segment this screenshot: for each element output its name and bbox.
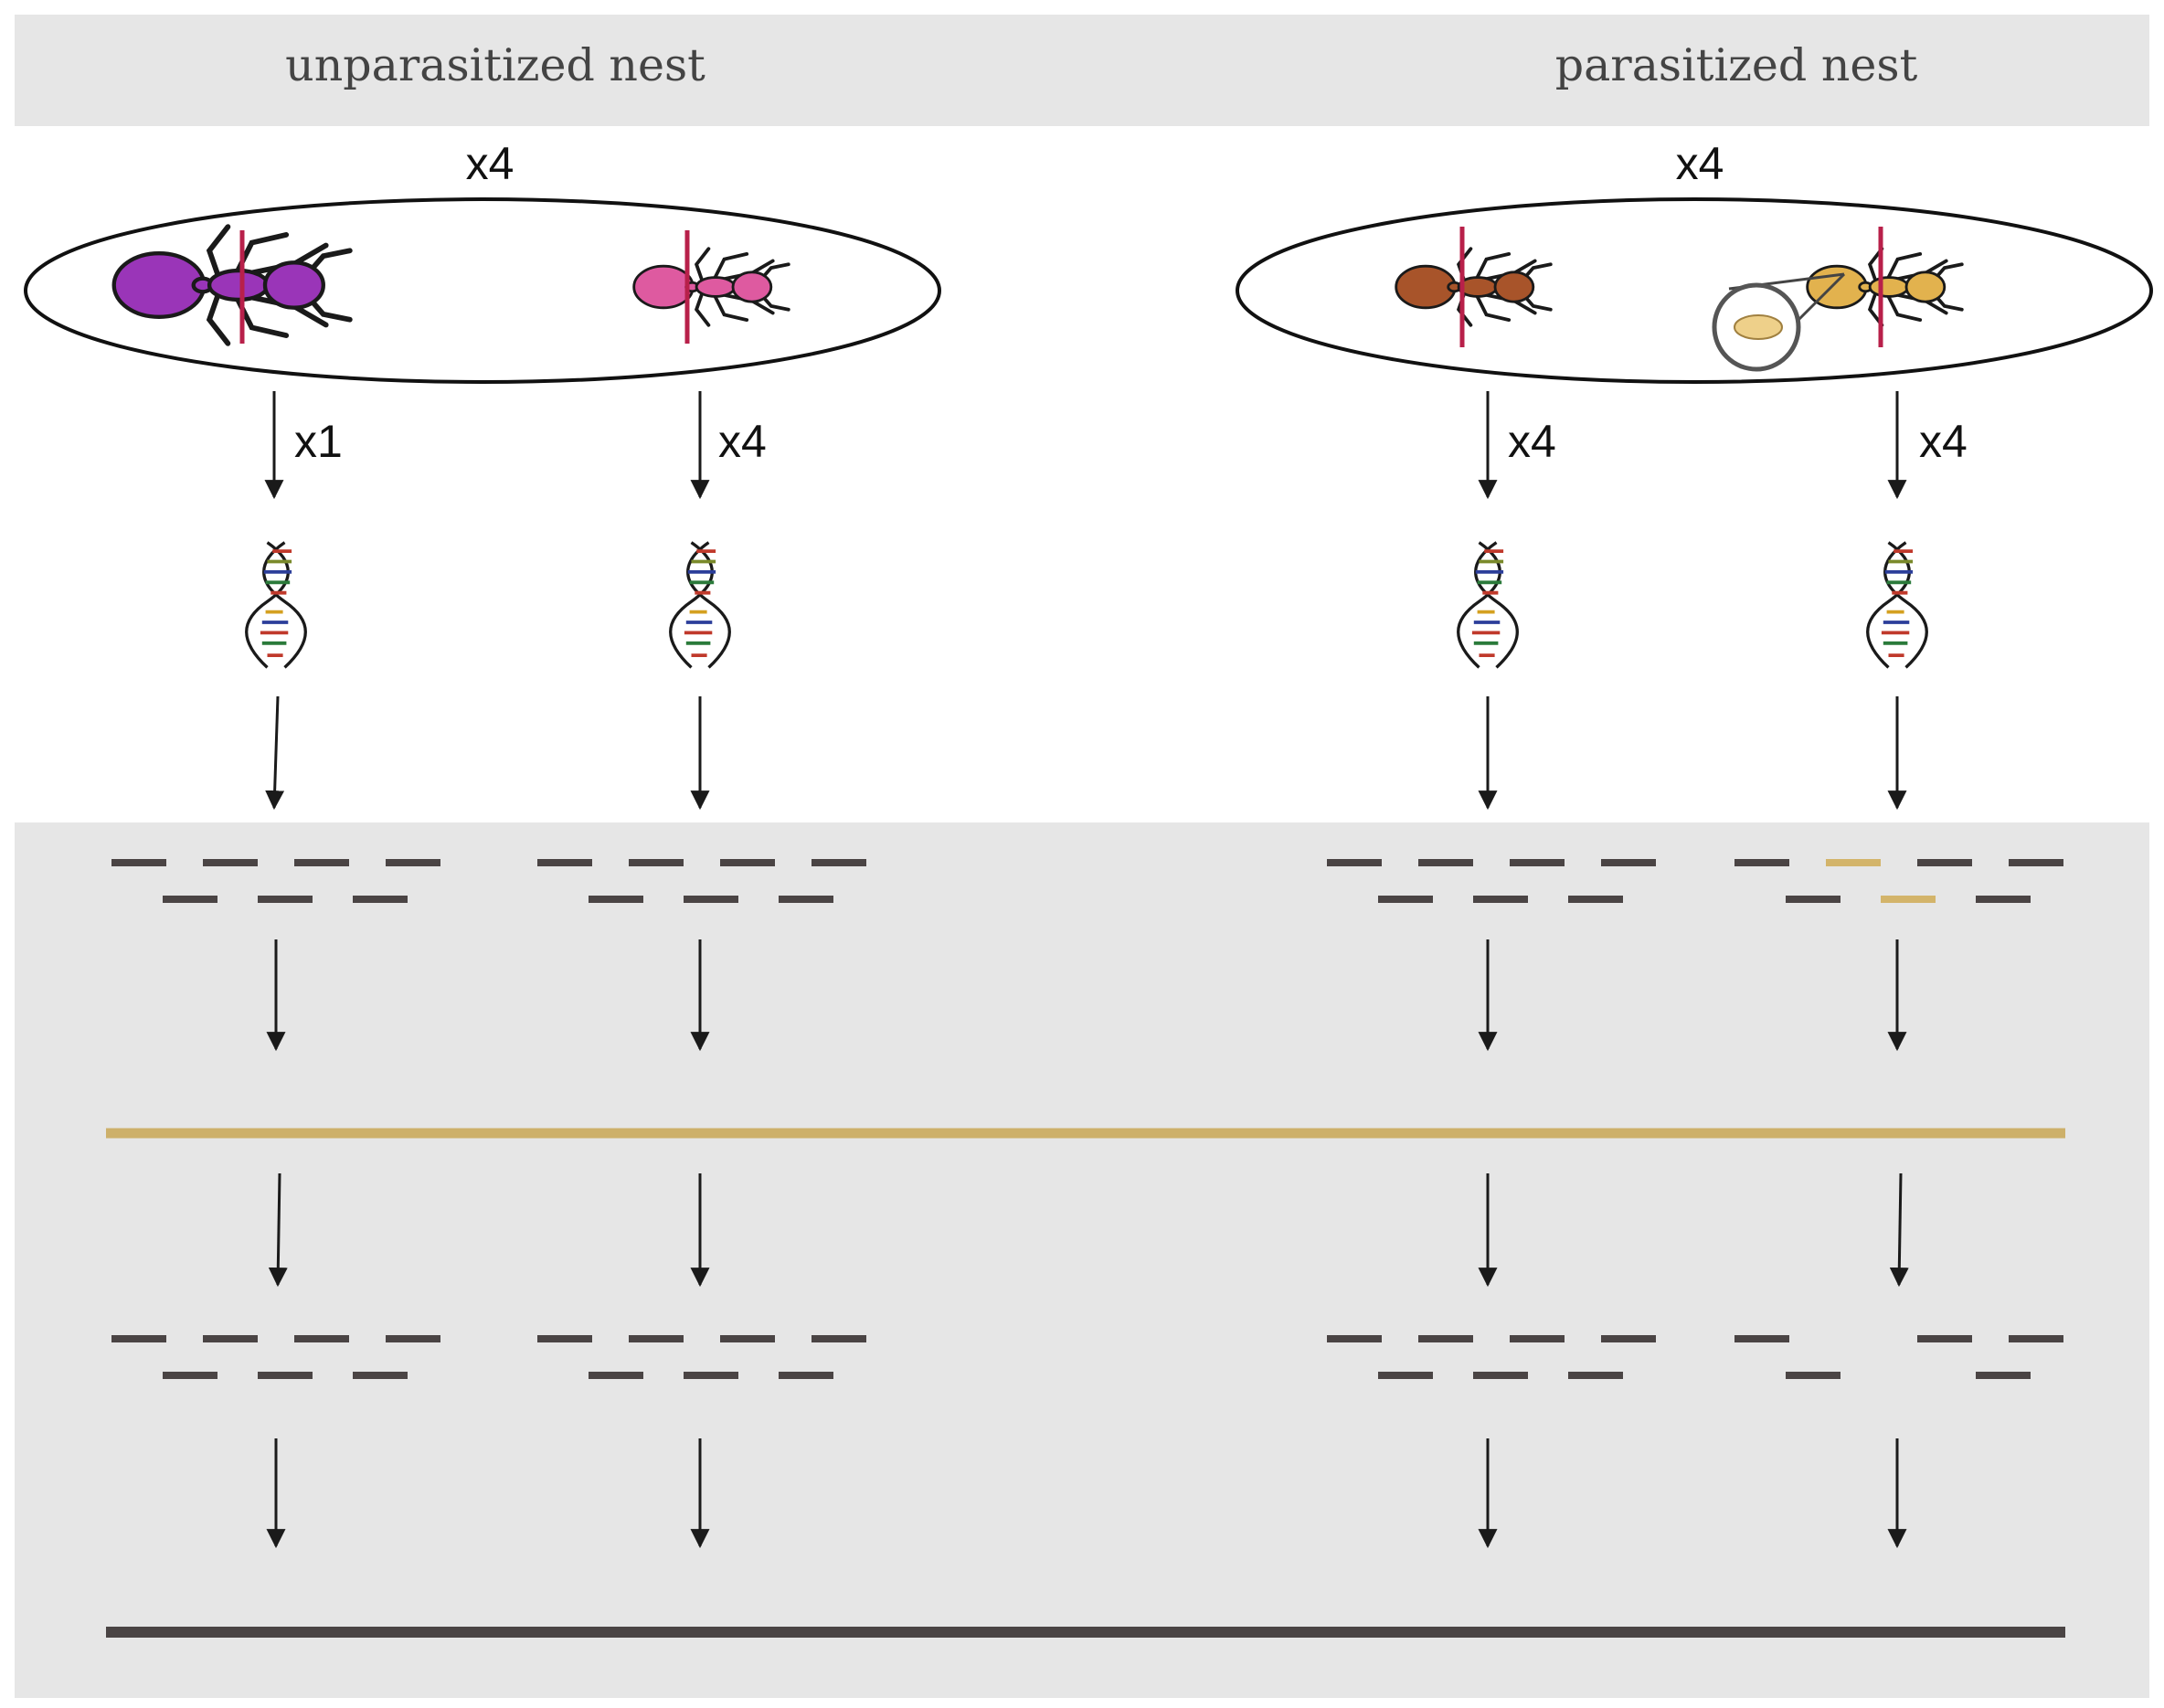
nest-left-ellipse [24,197,941,384]
dna-icon [244,540,308,670]
host-worker-sample-multiplier: x4 [1508,416,1556,467]
sequencing-reads [111,859,2063,903]
header-band [15,15,2149,126]
filtered-reads [111,1335,2063,1379]
magnifier-icon [1712,272,1846,372]
parasite-cell-icon [1734,314,1783,340]
sequencing-panel [15,822,2149,1698]
parasite-reads [1826,859,1936,903]
queen-sample-multiplier: x1 [294,416,343,467]
nest-right-multiplier: x4 [1676,138,1724,189]
parasitized-worker-sample-multiplier: x4 [1919,416,1968,467]
dna-icon [1456,540,1520,670]
dna-icon [1865,540,1929,670]
workflow-arrows [264,391,1909,1549]
worker-sample-multiplier: x4 [718,416,767,467]
dna-icon [668,540,732,670]
header-right-title: parasitized nest [1555,39,1918,91]
nest-right-ellipse [1236,197,2153,384]
cut-lines [239,227,1883,347]
header-left-title: unparasitized nest [285,39,705,91]
nest-left-multiplier: x4 [466,138,514,189]
